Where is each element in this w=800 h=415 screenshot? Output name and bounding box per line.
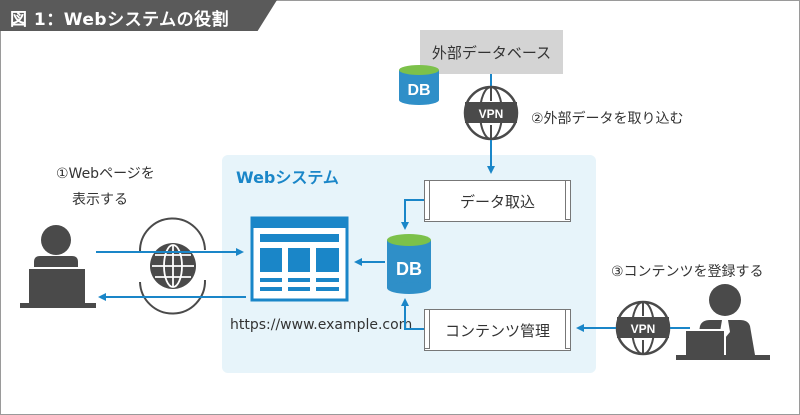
browser-window-icon (250, 216, 349, 302)
web-system-label: Webシステム (236, 168, 339, 187)
content-to-db-arrow (401, 298, 424, 330)
step1-label-line1: ①Webページを (56, 166, 155, 182)
database-icon: DB (387, 234, 431, 294)
figure-title: 図 1：Webシステムの役割 (10, 10, 230, 30)
step2-label: ②外部データを取り込む (531, 111, 684, 127)
admin-user-icon (676, 284, 770, 360)
external-database-icon: DB (399, 65, 439, 105)
content-management-label: コンテンツ管理 (444, 322, 550, 340)
external-database-box (420, 30, 563, 74)
vpn-text-top: VPN (479, 107, 504, 121)
figure-title-bar (0, 0, 277, 31)
step1-label-line2: 表示する (72, 192, 128, 208)
globe-icon (138, 217, 207, 315)
step3-label: ③コンテンツを登録する (611, 264, 764, 280)
import-to-db-arrow (401, 199, 424, 230)
user-icon (20, 225, 96, 308)
external-db-text: DB (407, 82, 430, 99)
external-database-label: 外部データベース (431, 44, 552, 62)
central-db-text: DB (396, 259, 422, 279)
data-import-label: データ取込 (459, 193, 535, 211)
vpn-globe-icon-top: VPN (463, 85, 519, 141)
data-import-process: データ取込 (424, 180, 571, 222)
content-management-process: コンテンツ管理 (424, 309, 571, 351)
vpn-text-right: VPN (631, 322, 656, 336)
site-url: https://www.example.com (230, 317, 413, 333)
vpn-globe-icon-right: VPN (615, 300, 671, 356)
